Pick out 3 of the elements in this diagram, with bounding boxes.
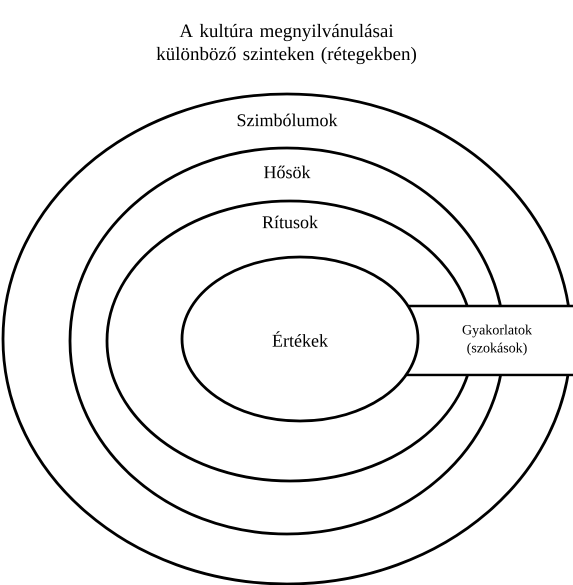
title: A kultúra megnyilvánulásai különböző szinteken (rétegekben) bbox=[156, 24, 416, 64]
ring: Értékek bbox=[180, 256, 420, 422]
band: Gyakorlatok (szokások) bbox=[406, 304, 573, 376]
